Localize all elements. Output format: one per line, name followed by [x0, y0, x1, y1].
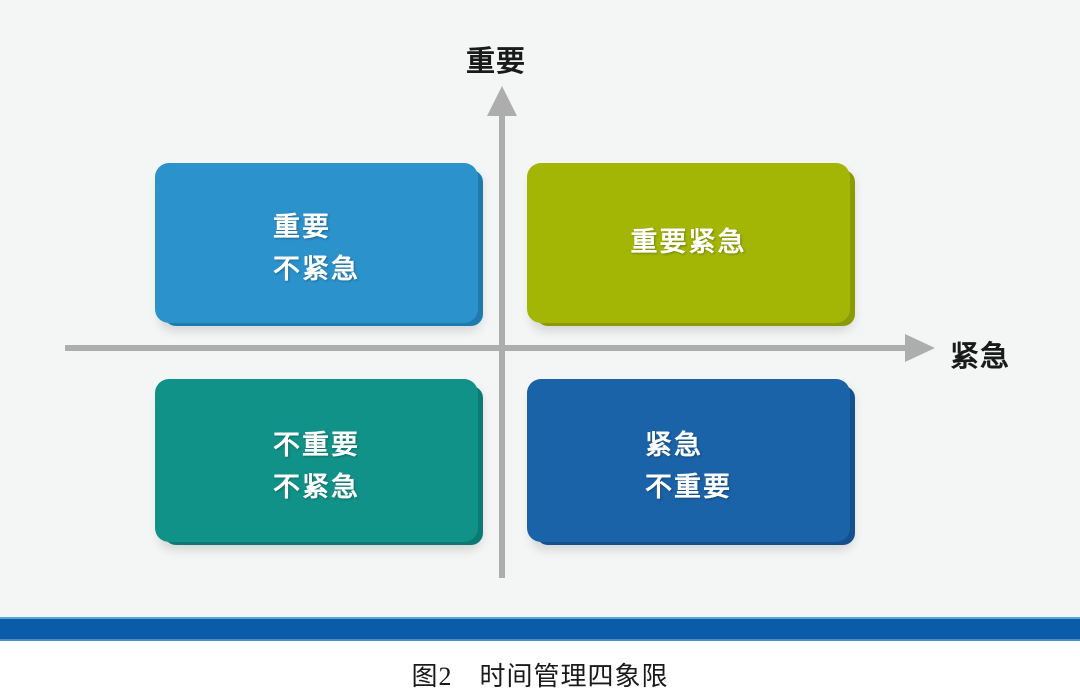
- quadrant-label-line2: 不紧急: [273, 254, 360, 284]
- vertical-axis-line: [499, 110, 505, 578]
- horizontal-axis-line: [65, 345, 910, 351]
- quadrant-text-block: 重要 不紧急: [273, 207, 360, 291]
- figure-canvas: 重要 紧急 重要 不紧急 重要紧急 不重要 不紧急 紧急 不重要: [0, 0, 1080, 617]
- vertical-axis-label: 重要: [466, 46, 527, 78]
- quadrant-label-line1: 重要: [273, 212, 331, 243]
- quadrant-label-line1: 紧急: [645, 429, 703, 460]
- quadrant-urgent-not-important[interactable]: 紧急 不重要: [527, 379, 850, 542]
- horizontal-axis-label: 紧急: [950, 341, 1011, 373]
- section-divider-bar: [0, 617, 1080, 641]
- quadrant-important-not-urgent[interactable]: 重要 不紧急: [155, 163, 478, 323]
- quadrant-label-line2: 不紧急: [273, 471, 360, 502]
- quadrant-label-line1: 重要紧急: [630, 227, 747, 258]
- quadrant-text-block: 紧急 不重要: [645, 425, 732, 509]
- quadrant-text-block: 不重要 不紧急: [273, 425, 360, 509]
- quadrant-label-line1: 不重要: [273, 429, 360, 460]
- quadrant-label-line2: 不重要: [645, 471, 732, 502]
- quadrant-text-block: 重要紧急: [631, 222, 747, 264]
- vertical-axis-arrow-icon: [487, 86, 517, 116]
- quadrant-not-important-not-urgent[interactable]: 不重要 不紧急: [155, 379, 478, 542]
- figure-caption: 图2 时间管理四象限: [411, 662, 669, 691]
- quadrant-important-urgent[interactable]: 重要紧急: [527, 163, 850, 323]
- horizontal-axis-arrow-icon: [905, 334, 935, 362]
